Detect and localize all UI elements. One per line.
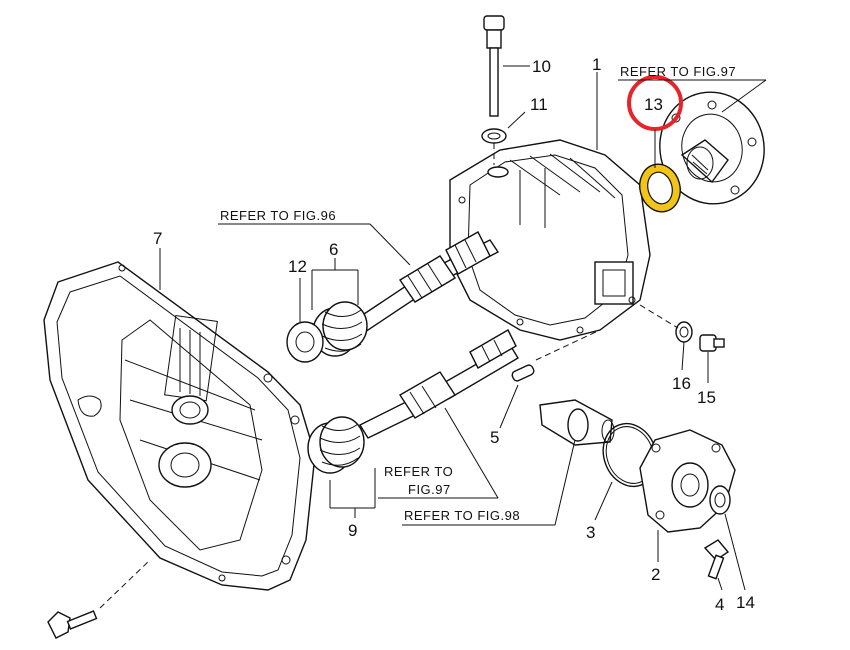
callout-6: 6	[329, 240, 338, 259]
output-flange	[659, 91, 765, 205]
callout-2: 2	[651, 565, 660, 584]
callout-10: 10	[532, 57, 551, 76]
callout-5: 5	[490, 428, 499, 447]
callout-1: 1	[592, 55, 601, 74]
washer-part-16	[675, 321, 693, 343]
shaft-sleeve	[539, 399, 615, 446]
bolt-part-10	[483, 15, 505, 117]
refer-fig97-top: REFER TO FIG.97	[620, 64, 736, 79]
pin-part-5	[511, 364, 535, 382]
callout-12: 12	[288, 257, 307, 276]
cover-plate-part-7	[43, 261, 316, 591]
callout-9: 9	[348, 521, 357, 540]
callout-4: 4	[715, 595, 724, 614]
washer-part-11	[481, 128, 507, 144]
plug-part-15	[699, 334, 725, 352]
callout-13: 13	[644, 95, 663, 114]
callout-15: 15	[697, 388, 716, 407]
refer-fig97-left-line2: FIG.97	[408, 482, 451, 497]
refer-fig96: REFER TO FIG.96	[220, 208, 336, 223]
callout-16: 16	[672, 374, 691, 393]
counter-shaft-part-9	[359, 329, 519, 439]
pump-cover-part-2	[639, 429, 736, 533]
spring-gear-part-9	[307, 416, 365, 474]
washer-part-14	[709, 485, 731, 515]
bolt-part-4	[703, 539, 730, 580]
spring-gear-part-6	[312, 301, 368, 357]
callout-11: 11	[530, 95, 548, 114]
callout-14: 14	[736, 593, 755, 612]
callout-7: 7	[153, 229, 162, 248]
transmission-case-part-1	[449, 139, 651, 341]
highlight-circle-13	[627, 75, 683, 131]
refer-fig97-left-line1: REFER TO	[384, 464, 453, 479]
collar-part-12	[286, 321, 324, 363]
leader-lines	[159, 65, 767, 591]
callout-3: 3	[586, 523, 595, 542]
refer-fig98: REFER TO FIG.98	[404, 508, 520, 523]
bolt-cover-mount	[47, 610, 98, 639]
oil-seal-part-13	[639, 163, 681, 213]
